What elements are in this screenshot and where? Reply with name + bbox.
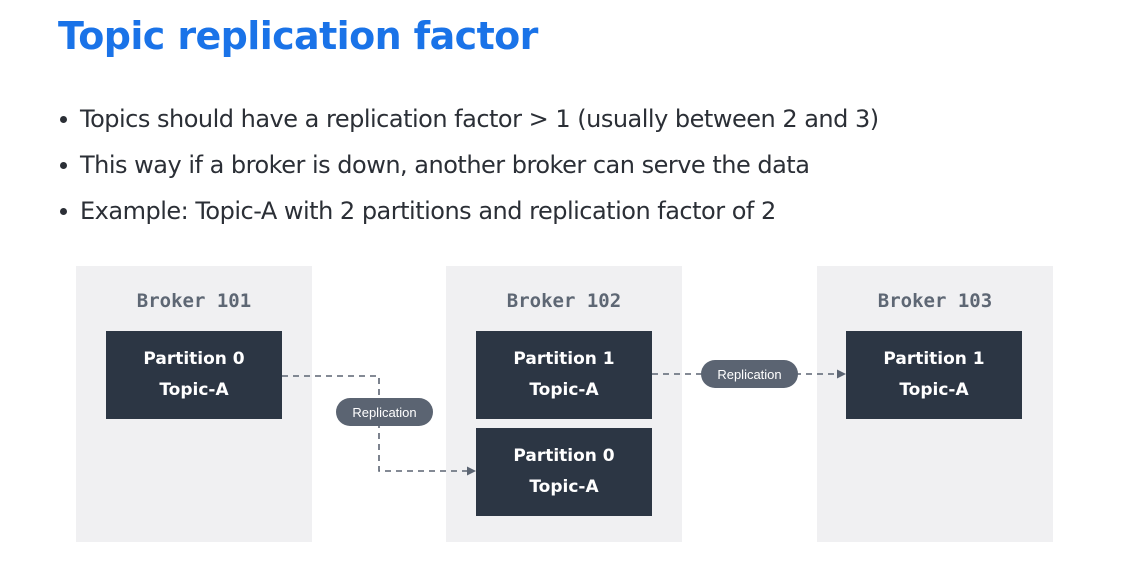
broker-label: Broker 102 (506, 290, 622, 312)
replication-pill: Replication (336, 398, 433, 426)
partition-topic: Topic-A (529, 477, 599, 497)
broker-103: Broker 103 Partition 1 Topic-A (817, 266, 1053, 542)
partition-topic: Topic-A (159, 380, 229, 400)
broker-label: Broker 103 (877, 290, 993, 312)
partition-box: Partition 0 Topic-A (106, 331, 282, 419)
partition-box: Partition 0 Topic-A (476, 428, 652, 516)
bullet-item: This way if a broker is down, another br… (58, 146, 879, 192)
partition-box: Partition 1 Topic-A (476, 331, 652, 419)
partition-topic: Topic-A (529, 380, 599, 400)
partition-name: Partition 1 (513, 349, 615, 369)
broker-label: Broker 101 (136, 290, 252, 312)
broker-101: Broker 101 Partition 0 Topic-A (76, 266, 312, 542)
partition-box: Partition 1 Topic-A (846, 331, 1022, 419)
bullet-item: Topics should have a replication factor … (58, 100, 879, 146)
arrow-head-icon (467, 466, 476, 476)
broker-102: Broker 102 Partition 1 Topic-A Partition… (446, 266, 682, 542)
replication-pill: Replication (701, 360, 798, 388)
slide-title: Topic replication factor (58, 14, 538, 58)
bullet-list: Topics should have a replication factor … (58, 100, 879, 238)
arrow-head-icon (837, 369, 846, 379)
partition-name: Partition 0 (143, 349, 245, 369)
partition-topic: Topic-A (899, 380, 969, 400)
bullet-item: Example: Topic-A with 2 partitions and r… (58, 192, 879, 238)
partition-name: Partition 1 (883, 349, 985, 369)
partition-name: Partition 0 (513, 446, 615, 466)
